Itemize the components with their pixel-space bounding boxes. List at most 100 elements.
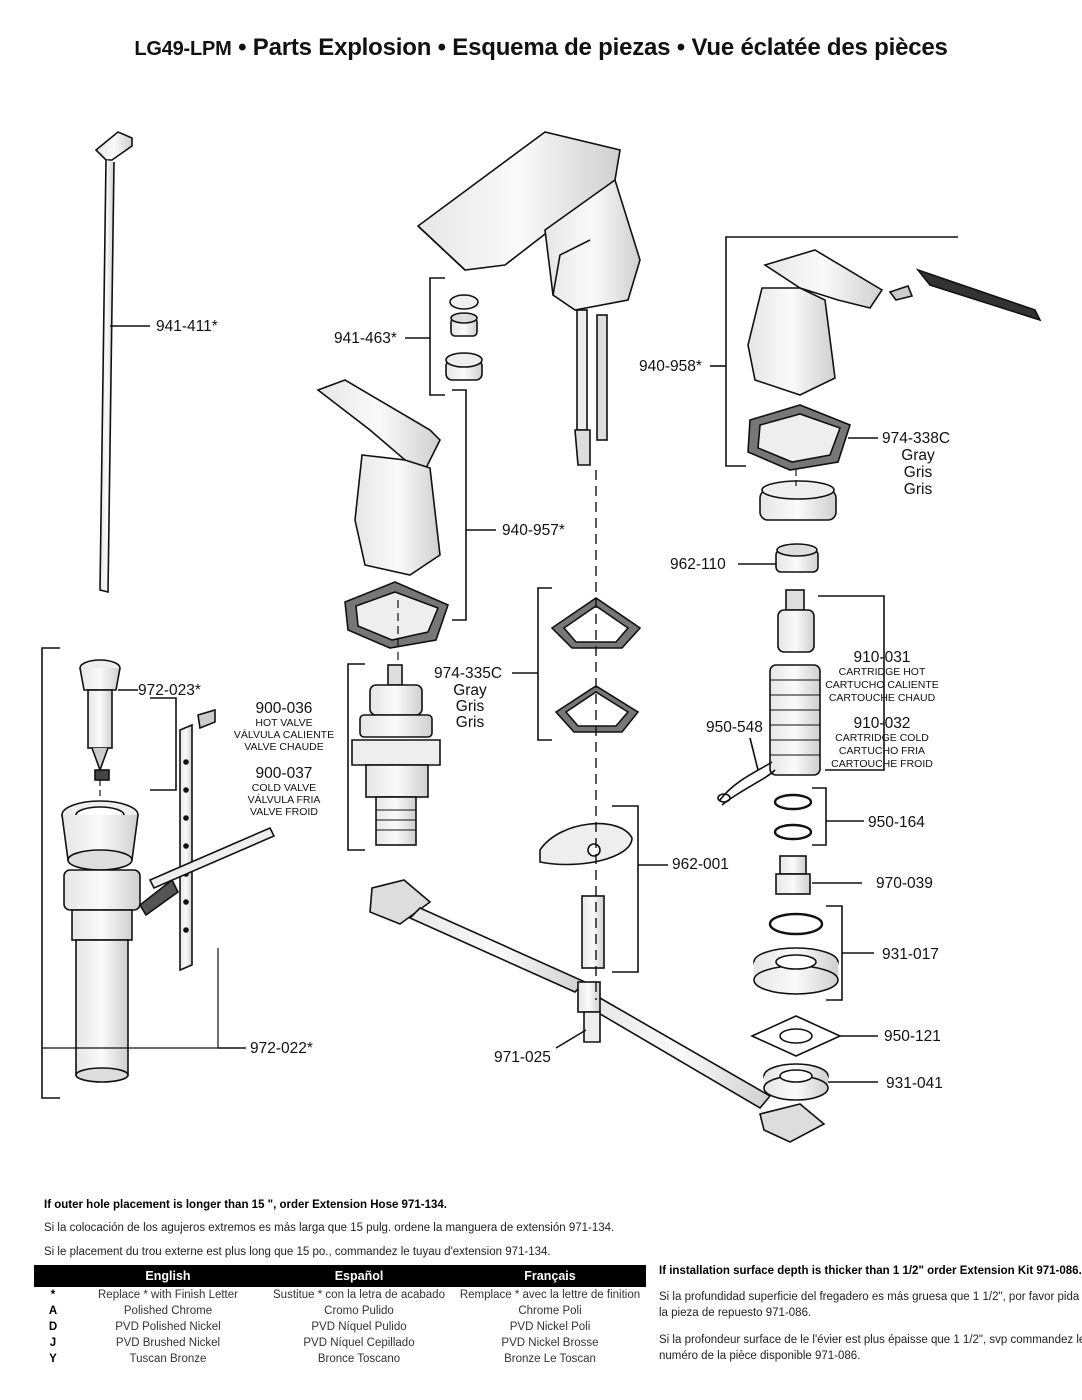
spout-drawing <box>416 131 641 466</box>
valve-body-drawing <box>351 664 441 846</box>
mounting-plate-drawing <box>539 822 633 866</box>
column-header-english: English <box>72 1265 264 1287</box>
bracket-900-036 <box>347 663 365 851</box>
label-974-338c: 974-338C <box>882 430 950 447</box>
extension-kit-note-fr-1: Si la profondeur surface de le l'évier e… <box>659 1334 1082 1346</box>
finish-english: Replace * with Finish Letter <box>98 1289 238 1301</box>
bracket-962-001 <box>612 805 639 973</box>
finish-english: PVD Brushed Nickel <box>115 1337 221 1349</box>
label-900-036: 900-036 <box>256 700 313 717</box>
bracket-972-022 <box>41 647 60 1099</box>
label-900-036-es: VÁLVULA CALIENTE <box>234 728 334 741</box>
finish-french: PVD Nickel Brosse <box>501 1337 599 1349</box>
finish-code: A <box>48 1305 58 1317</box>
mounting-nut-drawing <box>763 1063 829 1101</box>
label-950-121: 950-121 <box>884 1028 941 1045</box>
table-row: D PVD Polished Nickel PVD Níquel Pulido … <box>34 1319 646 1335</box>
label-941-463: 941-463* <box>334 330 397 347</box>
label-950-548: 950-548 <box>706 719 763 736</box>
finish-french: Bronze Le Toscan <box>504 1353 596 1365</box>
finish-spanish: Cromo Pulido <box>324 1305 394 1317</box>
clevis-strap-drawing <box>148 708 276 972</box>
finish-french: PVD Nickel Poli <box>509 1321 591 1333</box>
title-french: Vue éclatée des pièces <box>691 34 948 61</box>
label-910-031-es: CARTUCHO CALIENTE <box>825 679 939 691</box>
table-row: A Polished Chrome Cromo Pulido Chrome Po… <box>34 1303 646 1319</box>
label-941-411: 941-411* <box>156 318 218 335</box>
label-962-110: 962-110 <box>670 556 726 573</box>
right-handle-drawing <box>747 249 1042 396</box>
finish-code: * <box>50 1289 56 1301</box>
label-940-957: 940-957* <box>502 522 565 539</box>
column-header-french: Français <box>454 1265 646 1287</box>
label-900-037: 900-037 <box>256 765 313 782</box>
exploded-parts-diagram: 941-411* 941-463* 940-958* 974-338C Gray… <box>41 131 1042 1143</box>
spacer-rod-drawing <box>581 895 605 969</box>
hose-assembly-drawing <box>369 879 826 1143</box>
right-base-gasket-drawing <box>747 404 851 471</box>
finish-spanish: Sustitue * con la letra de acabado <box>273 1289 445 1301</box>
o-rings-drawing <box>773 793 813 841</box>
finish-code: D <box>48 1321 58 1333</box>
cartridge-drawing <box>769 589 821 776</box>
right-flange-nut-drawing <box>759 480 837 573</box>
title-bullet: • <box>676 34 685 61</box>
bracket-940-958 <box>725 236 958 467</box>
finish-table: English Español Français * Replace * wit… <box>34 1265 646 1367</box>
bracket-940-957 <box>452 389 467 621</box>
column-header-spanish: Español <box>264 1265 454 1287</box>
adapter-drawing <box>775 855 811 895</box>
bracket-974-335c <box>537 587 552 741</box>
label-974-335c-gray: Gray <box>453 682 487 699</box>
locknut-washer-drawing <box>753 912 839 995</box>
extension-kit-note-fr-2: numéro de la pièce disponible 971-086. <box>659 1350 861 1362</box>
extension-hose-note-fr: Si le placement du trou externe est plus… <box>44 1246 551 1258</box>
title-bullet: • <box>437 34 446 61</box>
label-910-031-fr: CARTOUCHE CHAUD <box>829 692 936 704</box>
label-940-958: 940-958* <box>639 358 702 375</box>
clip-drawing <box>719 761 776 806</box>
label-910-032-es: CARTUCHO FRIA <box>839 745 925 757</box>
finish-english: Polished Chrome <box>123 1305 213 1317</box>
popup-stopper-drawing <box>79 659 121 781</box>
label-900-037-es: VÁLVULA FRIA <box>248 793 321 806</box>
label-970-039: 970-039 <box>876 875 933 892</box>
label-972-023: 972-023* <box>138 682 201 699</box>
title-bullet: • <box>238 34 247 61</box>
label-971-025: 971-025 <box>494 1049 551 1066</box>
table-row: Y Tuscan Bronze Bronce Toscano Bronze Le… <box>34 1351 646 1367</box>
label-974-338c-gris: Gris <box>904 464 933 481</box>
label-950-164: 950-164 <box>868 814 925 831</box>
drain-body-drawing <box>61 800 180 1083</box>
table-row: * Replace * with Finish Letter Sustitue … <box>34 1287 646 1303</box>
finish-french: Remplace * avec la lettre de finition <box>459 1289 641 1301</box>
bracket-910 <box>818 595 885 771</box>
label-910-031-en: CARTRIDGE HOT <box>839 666 926 678</box>
label-974-338c-gris: Gris <box>904 481 933 498</box>
label-931-017: 931-017 <box>882 946 939 963</box>
title-spanish: Esquema de piezas <box>452 34 671 61</box>
finish-code: J <box>49 1337 57 1349</box>
label-900-037-en: COLD VALVE <box>252 782 316 794</box>
extension-kit-note-en: If installation surface depth is thicker… <box>659 1265 1082 1277</box>
square-gasket-drawing <box>750 1015 842 1057</box>
label-910-031: 910-031 <box>854 649 911 666</box>
page-title: LG49-LPM • Parts Explosion • Esquema de … <box>0 34 1082 62</box>
label-974-335c: 974-335C <box>434 665 502 682</box>
extension-hose-note-en: If outer hole placement is longer than 1… <box>44 1199 447 1211</box>
label-974-338c-gray: Gray <box>901 447 935 464</box>
title-english: Parts Explosion <box>252 34 432 61</box>
left-base-gasket-drawing <box>344 581 449 649</box>
finish-spanish: PVD Níquel Pulido <box>311 1321 407 1333</box>
label-974-335c-gris: Gris <box>456 698 485 715</box>
extension-hose-note-es: Si la colocación de los agujeros extremo… <box>44 1222 615 1234</box>
finish-english: PVD Polished Nickel <box>115 1321 221 1333</box>
bracket-941-463 <box>429 277 445 396</box>
lift-rod-drawing <box>94 131 133 594</box>
model-number: LG49-LPM <box>134 38 232 60</box>
label-900-036-en: HOT VALVE <box>255 717 312 729</box>
left-handle-drawing <box>316 379 441 576</box>
label-910-032: 910-032 <box>854 715 911 732</box>
finish-english: Tuscan Bronze <box>129 1353 207 1365</box>
